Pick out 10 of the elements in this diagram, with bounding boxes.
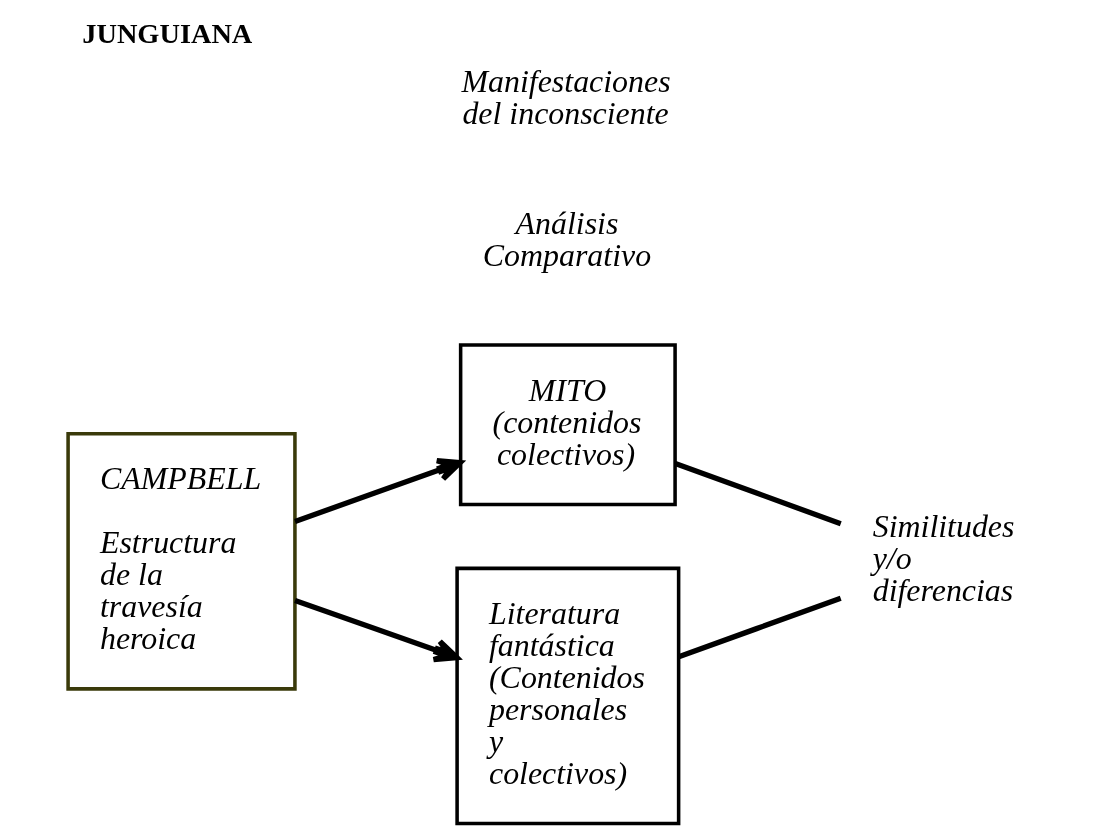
arrow	[293, 458, 463, 524]
label: Análisis Comparativo	[482, 206, 651, 274]
node-box: Literatura fantástica (Contenidos personales y colectivos)	[454, 566, 680, 826]
node-box: CAMPBELL Estructura de la travesía heroica	[65, 431, 297, 691]
diagram-title: JUNGUIANA	[81, 18, 252, 50]
label: Manifestaciones del inconsciente	[461, 64, 671, 132]
connector	[673, 460, 842, 527]
node-box: MITO (contenidos colectivos)	[458, 343, 677, 507]
node-text: Similitudes y/o diferencias	[872, 509, 1014, 608]
connector	[677, 595, 842, 660]
